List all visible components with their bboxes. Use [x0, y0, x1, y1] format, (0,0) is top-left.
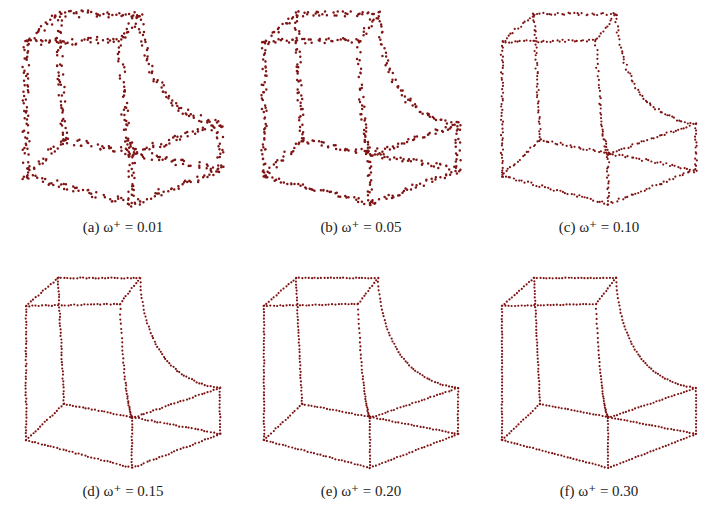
point-cloud — [21, 9, 224, 208]
point-cloud — [263, 277, 460, 470]
panel-caption: (e) ω⁺ = 0.20 — [321, 482, 401, 500]
point-cloud — [500, 12, 698, 206]
panel-caption: (a) ω⁺ = 0.01 — [83, 218, 163, 236]
point-cloud — [24, 276, 221, 468]
point-cloud — [260, 10, 462, 206]
panel-caption: (b) ω⁺ = 0.05 — [320, 218, 401, 236]
point-cloud — [501, 277, 698, 469]
panel-caption: (c) ω⁺ = 0.10 — [559, 218, 639, 236]
panel-caption: (d) ω⁺ = 0.15 — [82, 482, 163, 500]
panel-caption: (f) ω⁺ = 0.30 — [560, 482, 639, 500]
